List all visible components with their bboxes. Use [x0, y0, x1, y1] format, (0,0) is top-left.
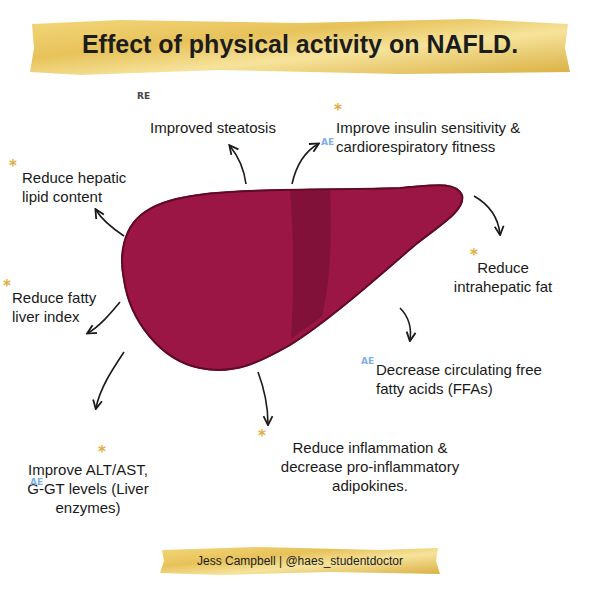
title: Effect of physical activity on NAFLD. — [30, 28, 570, 60]
leader-arrow — [258, 372, 268, 424]
evidence-mark: * — [3, 280, 11, 292]
leader-arrow — [230, 146, 246, 184]
effect-label: Reduce inflammation & decrease pro-infla… — [264, 438, 476, 495]
evidence-mark: * — [470, 249, 478, 261]
evidence-mark: AE — [361, 355, 374, 367]
effect-label: Decrease circulating free fatty acids (F… — [376, 360, 566, 398]
evidence-mark: RE — [137, 90, 150, 102]
effect-label: Reduce intrahepatic fat — [440, 258, 566, 296]
leader-arrow — [474, 196, 500, 234]
evidence-mark: AE — [30, 476, 43, 488]
leader-arrow — [292, 144, 318, 184]
leader-arrow — [400, 308, 411, 340]
leader-arrow — [88, 302, 120, 333]
effect-label: Improved steatosis — [150, 118, 320, 137]
effect-label: Improve ALT/AST, G-GT levels (Liver enzy… — [24, 460, 152, 517]
leader-arrow — [96, 210, 124, 236]
evidence-mark: * — [334, 104, 342, 116]
effect-label: Reduce hepatic lipid content — [22, 168, 140, 206]
evidence-mark: * — [98, 446, 106, 458]
evidence-mark: * — [258, 430, 266, 442]
evidence-mark: AE — [321, 136, 334, 148]
evidence-mark: * — [9, 160, 17, 172]
liver-outline — [122, 185, 462, 370]
effect-label: Reduce fatty liver index — [12, 288, 114, 326]
caption-band — [160, 547, 440, 575]
effect-label: Improve insulin sensitivity & cardioresp… — [336, 118, 532, 156]
leader-arrow — [96, 352, 124, 408]
title-band — [30, 19, 570, 75]
liver-lobe-division — [290, 190, 331, 339]
liver-shape — [122, 185, 462, 370]
caption: Jess Campbell | @haes_studentdoctor — [160, 552, 440, 570]
